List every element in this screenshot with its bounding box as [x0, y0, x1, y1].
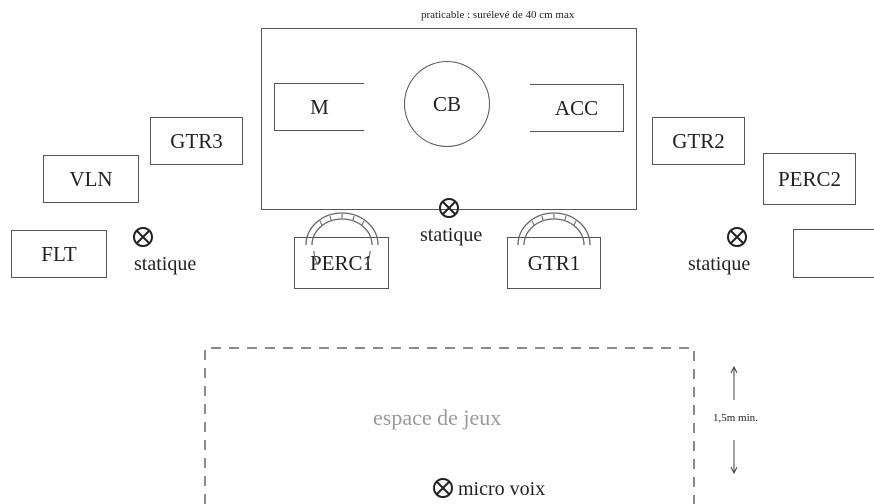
instrument-gtr2: GTR2 [652, 117, 745, 165]
instrument-vln-label: VLN [69, 166, 113, 191]
wedge-arc-icon [517, 212, 591, 246]
riser-platform [261, 28, 637, 210]
instrument-perc2: PERC2 [763, 153, 856, 205]
instrument-flt-label: FLT [41, 241, 77, 266]
crossed-circle-icon [727, 227, 747, 247]
instrument-gtr3: GTR3 [150, 117, 243, 165]
instrument-unlabeled-box [793, 229, 874, 278]
static-mic-left-label: statique [134, 253, 197, 275]
crossed-circle-icon [433, 478, 453, 498]
instrument-cb: CB [404, 61, 490, 147]
instrument-flt: FLT [11, 230, 107, 278]
instrument-perc2-label: PERC2 [777, 166, 842, 191]
voice-mic-label: micro voix [458, 478, 546, 500]
crossed-circle-icon [439, 198, 459, 218]
depth-arrow [730, 365, 738, 475]
instrument-gtr3-label: GTR3 [170, 128, 223, 153]
crossed-circle-icon [133, 227, 153, 247]
instrument-perc1-label: PERC1 [309, 250, 374, 275]
instrument-m: M [274, 83, 364, 131]
instrument-acc: ACC [530, 84, 624, 132]
playing-area [204, 347, 695, 504]
static-mic-right-label: statique [688, 253, 751, 275]
praticable-note: praticable : surélevé de 40 cm max [421, 9, 575, 21]
instrument-m-label: M [310, 94, 329, 119]
instrument-gtr1: GTR1 [507, 237, 601, 289]
playing-area-label: espace de jeux [373, 405, 502, 430]
instrument-vln: VLN [43, 155, 139, 203]
depth-note: 1,5m min. [713, 412, 758, 424]
static-mic-center-label: statique [420, 224, 483, 246]
instrument-acc-label: ACC [554, 95, 599, 120]
instrument-gtr1-label: GTR1 [527, 250, 581, 275]
wedge-arc-icon [305, 212, 379, 265]
instrument-perc1: PERC1 [294, 237, 389, 289]
instrument-gtr2-label: GTR2 [672, 128, 725, 153]
instrument-cb-label: CB [432, 91, 461, 116]
